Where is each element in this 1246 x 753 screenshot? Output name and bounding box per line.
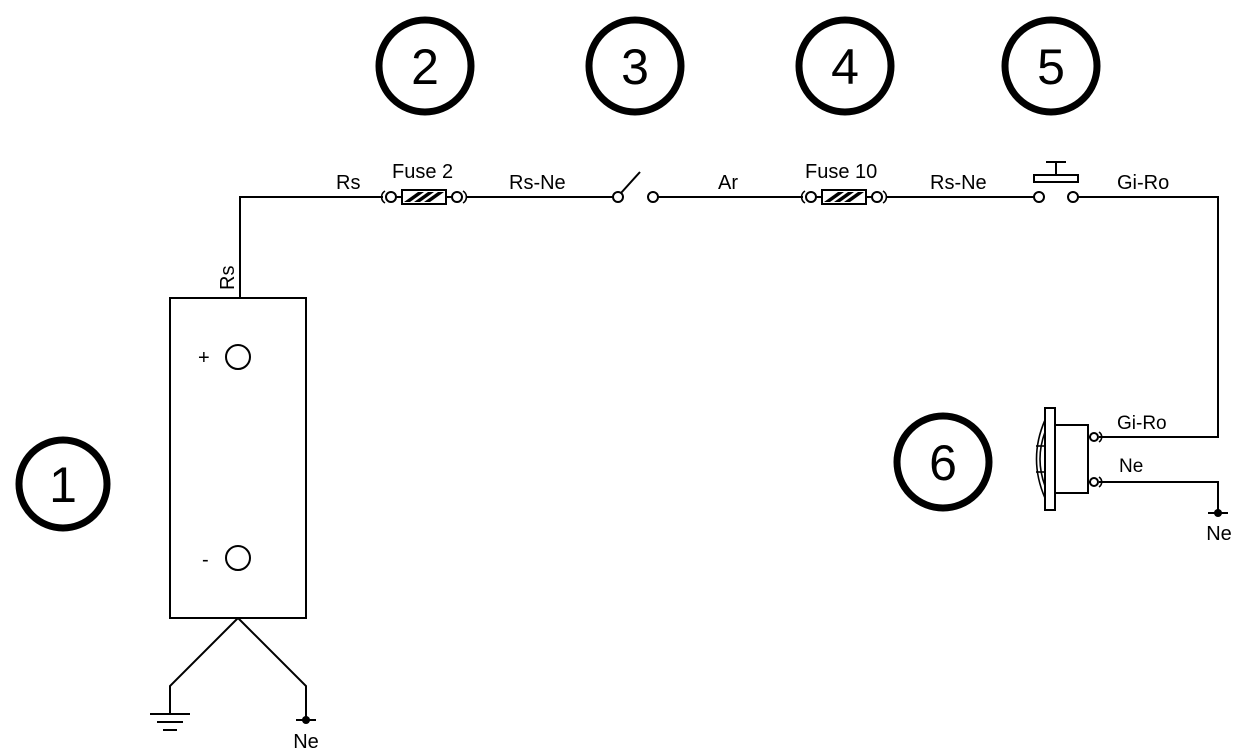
toggle-switch	[612, 171, 659, 203]
ground-point-icon	[296, 716, 316, 724]
battery: + -	[169, 297, 307, 619]
wire-rs-ne-1: Rs-Ne	[466, 172, 613, 198]
callout-4-label: 4	[831, 39, 859, 95]
wire-label-rs-ne-1: Rs-Ne	[509, 172, 566, 194]
wire-label-gi-ro: Gi-Ro	[1117, 172, 1169, 194]
lamp-icon	[1035, 407, 1103, 511]
wire-label-rs: Rs	[336, 172, 360, 194]
wire-label-rs-vertical: Rs	[217, 266, 239, 290]
fuse-2: Fuse 2	[380, 161, 468, 205]
chassis-ground-icon	[150, 713, 190, 731]
callout-6: 6	[893, 412, 993, 512]
callout-5: 5	[1001, 16, 1101, 116]
battery-minus-label: -	[202, 549, 209, 571]
callout-2: 2	[375, 16, 475, 116]
battery-ground-point: Ne	[293, 716, 319, 753]
fuse-10-label: Fuse 10	[805, 161, 877, 183]
fuse-2-label: Fuse 2	[392, 161, 453, 183]
callout-5-label: 5	[1037, 39, 1065, 95]
wire-rs-ne-2: Rs-Ne	[886, 172, 1034, 198]
fuse-icon	[380, 189, 468, 205]
fuse-icon	[800, 189, 888, 205]
lamp-ground-label: Ne	[1206, 523, 1232, 545]
battery-ground-wires	[169, 617, 307, 720]
wire-label-ar: Ar	[718, 172, 738, 194]
callout-6-label: 6	[929, 435, 957, 491]
wire-rs: Rs Rs	[217, 172, 383, 298]
callout-3-label: 3	[621, 39, 649, 95]
callout-1: 1	[15, 436, 111, 532]
wire-gi-ro: Gi-Ro Gi-Ro	[1078, 172, 1219, 438]
toggle-switch-icon	[612, 171, 659, 203]
wire-ar: Ar	[658, 172, 803, 198]
wire-ne-lamp: Ne	[1099, 456, 1219, 513]
wire-label-rs-ne-2: Rs-Ne	[930, 172, 987, 194]
battery-plus-label: +	[198, 347, 210, 369]
lamp-ground-point: Ne	[1206, 509, 1232, 545]
callout-4: 4	[795, 16, 895, 116]
battery-ground-label: Ne	[293, 731, 319, 753]
callout-3: 3	[585, 16, 685, 116]
lamp	[1035, 407, 1103, 511]
ground-point-icon	[1208, 509, 1228, 517]
push-button-icon	[1033, 161, 1079, 203]
callout-2-label: 2	[411, 39, 439, 95]
wire-label-ne-lamp: Ne	[1119, 456, 1143, 477]
callout-1-label: 1	[49, 457, 77, 513]
battery-icon	[169, 297, 307, 619]
push-button	[1033, 161, 1079, 203]
wire-label-gi-ro-lamp: Gi-Ro	[1117, 413, 1167, 434]
fuse-10: Fuse 10	[800, 161, 888, 205]
